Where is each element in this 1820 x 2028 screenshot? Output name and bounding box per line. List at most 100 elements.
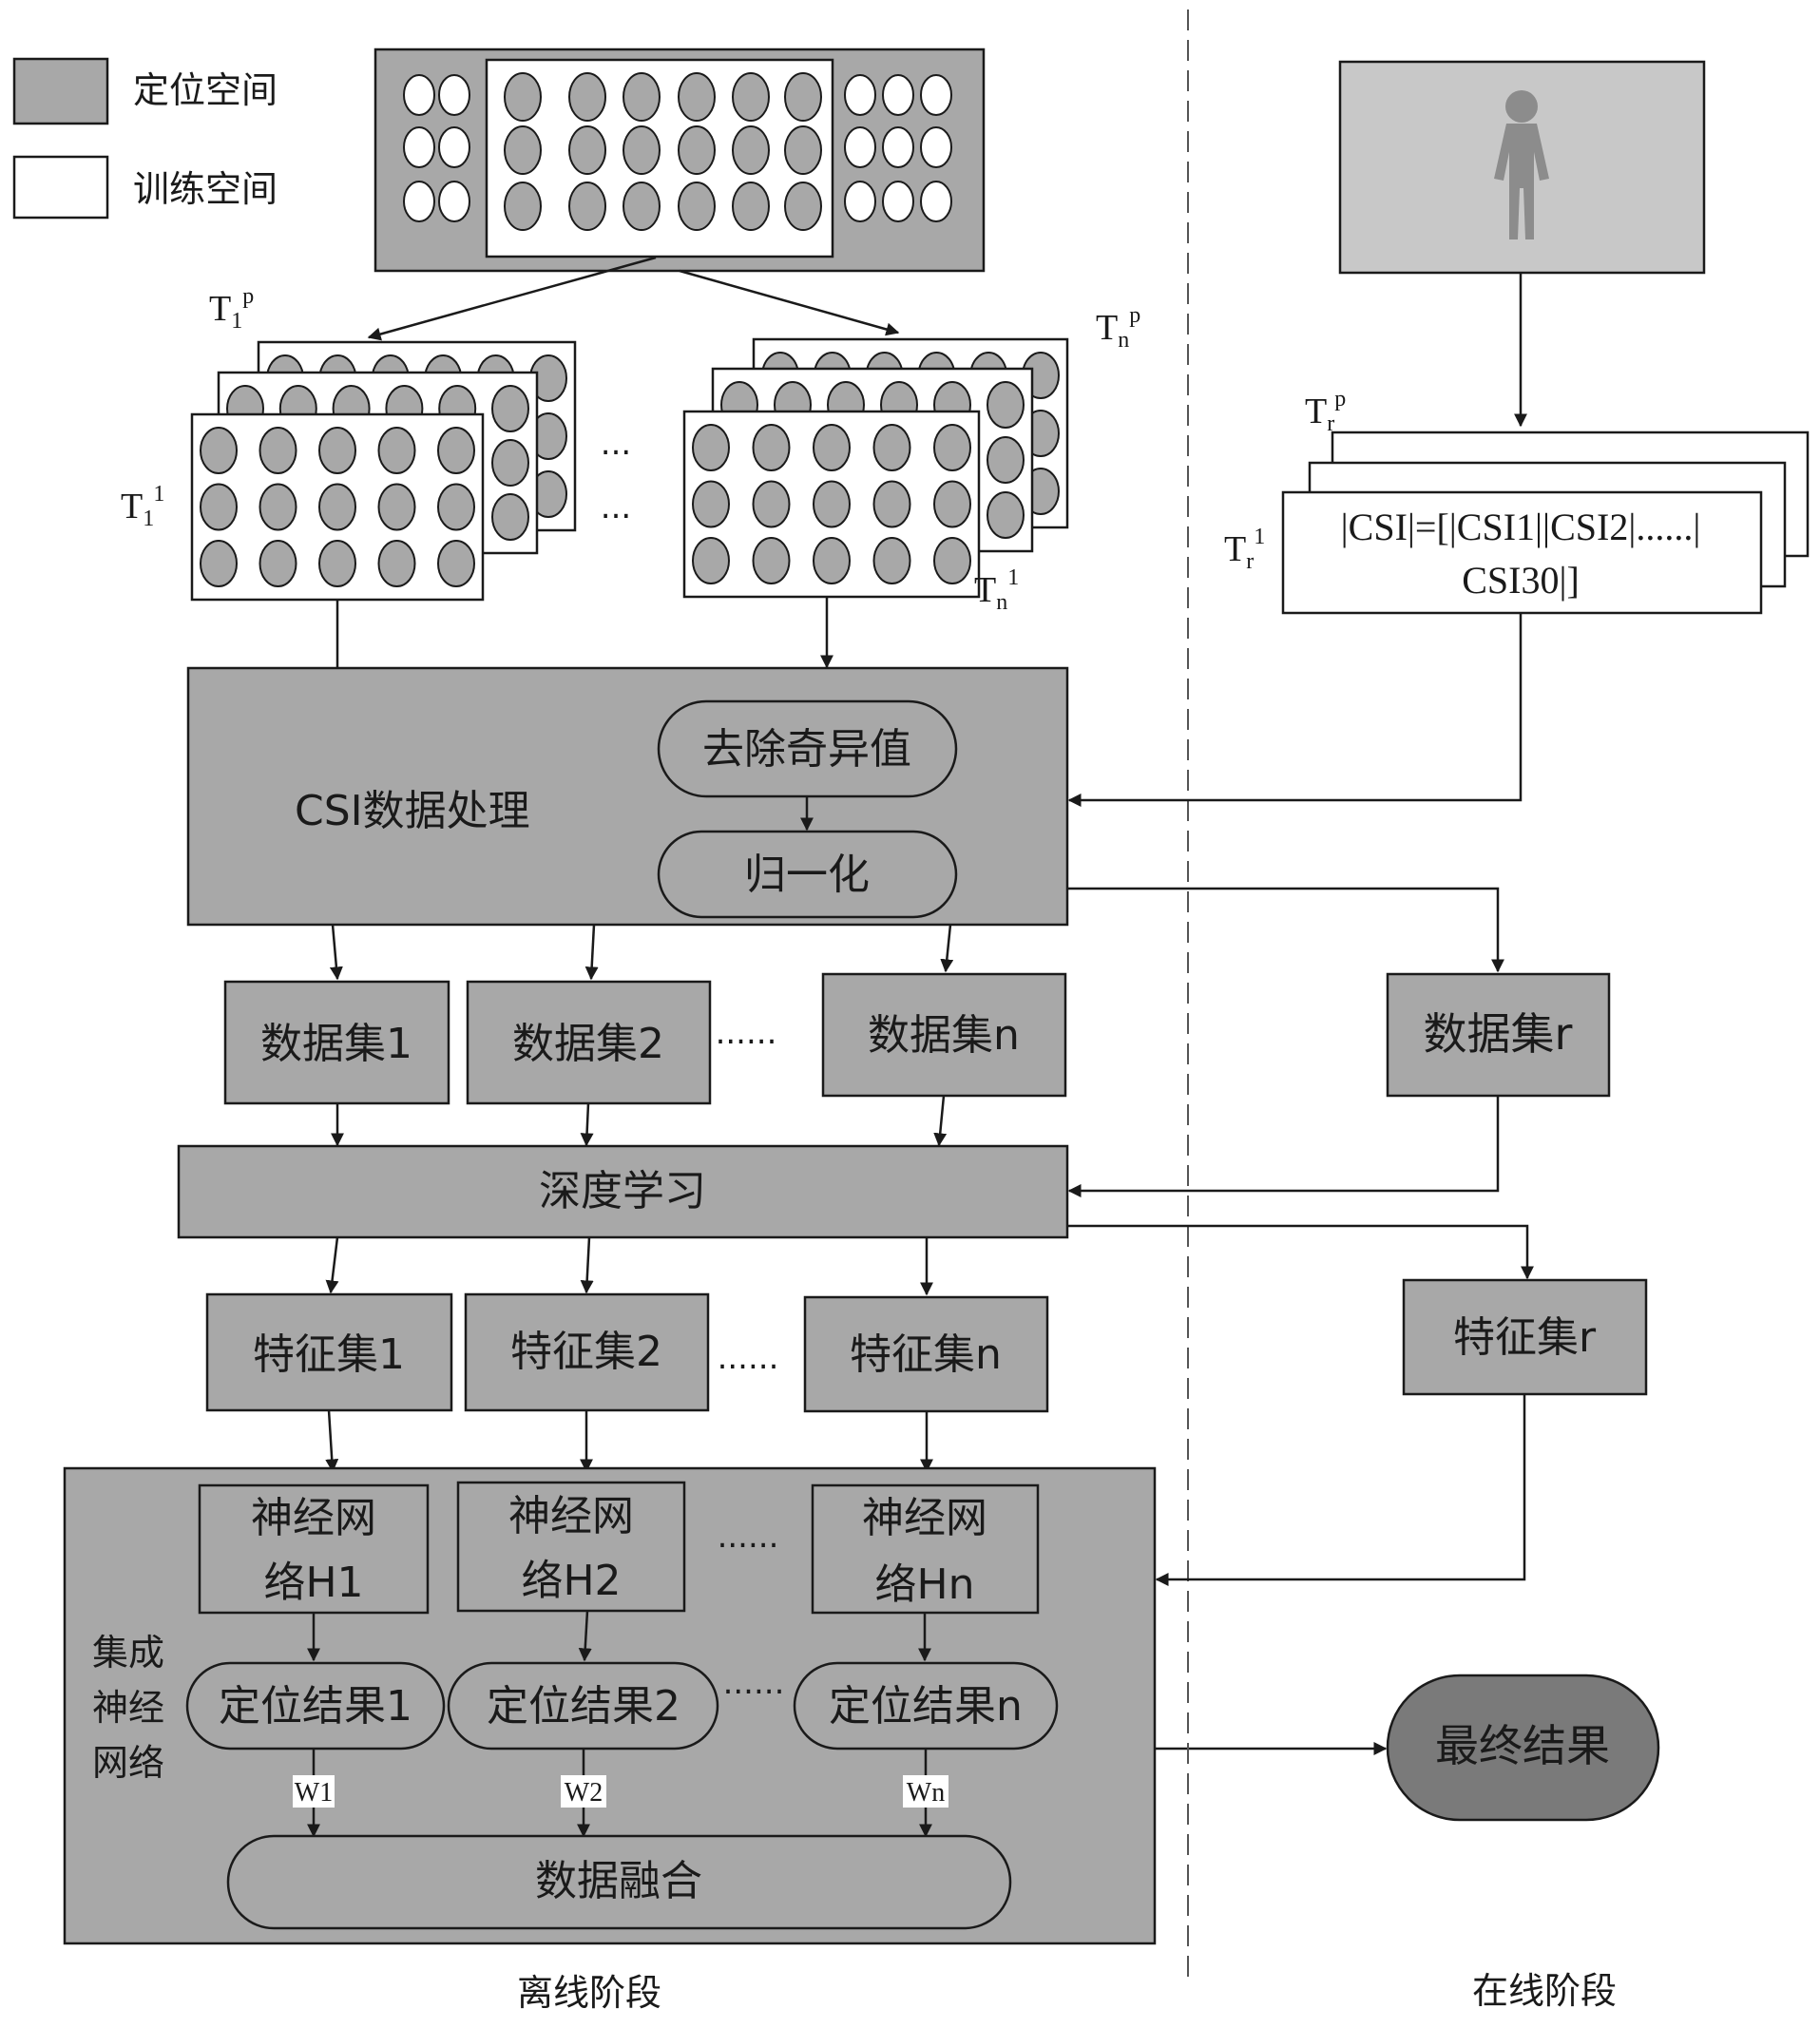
empty-location-dot	[920, 181, 952, 222]
location-dot	[623, 72, 661, 122]
location-dot	[377, 483, 416, 531]
location-dot	[784, 125, 822, 175]
dataset-n-box	[821, 972, 1067, 1098]
ensemble-network: 集成 神经 网络 神经网 络H1 神经网 络H2 ...... 神经网 络Hn …	[63, 1466, 1157, 1945]
network-h2-line-2: 络H2	[521, 1557, 621, 1605]
dataset-2-label: 数据集2	[512, 1020, 664, 1068]
location-dot	[872, 537, 911, 584]
empty-location-dot	[882, 181, 914, 222]
csi-processing-title: CSI数据处理	[295, 787, 530, 835]
sample-stack-n	[682, 337, 1069, 599]
location-dot	[623, 182, 661, 231]
feature-row: 特征集1 特征集2 ...... 特征集n	[205, 1292, 1049, 1413]
csi-formula-line-1: |CSI|=[|CSI1||CSI2|......|	[1341, 506, 1701, 548]
online-room	[1338, 60, 1706, 275]
data-fusion-label: 数据融合	[535, 1857, 702, 1905]
csi-formula-box	[1281, 490, 1763, 615]
location-dot	[987, 436, 1025, 484]
location-dot	[377, 540, 416, 587]
result-1-label: 定位结果1	[219, 1682, 412, 1731]
legend: 定位空间 训练空间	[12, 57, 278, 220]
result-n-label: 定位结果n	[829, 1682, 1023, 1731]
location-dot	[752, 424, 791, 471]
location-dot	[813, 480, 851, 528]
ellipsis-results: ......	[723, 1664, 785, 1702]
location-dot	[678, 182, 716, 231]
empty-location-dot	[844, 126, 876, 168]
location-dot	[437, 540, 475, 587]
arrow-proc-ds2	[584, 924, 599, 981]
outer-dots-right	[844, 74, 952, 222]
deep-learning-box	[177, 1144, 1069, 1239]
csi-sample-stack: |CSI|=[|CSI1||CSI2|......| CSI30|]	[1281, 430, 1810, 615]
location-dot	[987, 381, 1025, 429]
ensemble-label-line-1: 集成	[92, 1632, 164, 1674]
location-dot	[259, 483, 297, 531]
location-dot	[784, 182, 822, 231]
location-dot	[752, 480, 791, 528]
empty-location-dot	[844, 74, 876, 116]
arrow-dsn-dl	[933, 1095, 948, 1147]
positioning-space	[374, 48, 986, 273]
location-dot	[259, 540, 297, 587]
location-dot	[504, 182, 542, 231]
label-t1-1: T11	[121, 482, 164, 531]
empty-location-dot	[438, 126, 470, 168]
location-dot	[872, 480, 911, 528]
location-dot	[692, 424, 730, 471]
location-dot	[692, 480, 730, 528]
location-dot	[377, 427, 416, 474]
arrow-dl-f1	[325, 1236, 339, 1294]
dataset-1-label: 数据集1	[260, 1020, 412, 1068]
empty-location-dot	[403, 126, 435, 168]
final-result-label: 最终结果	[1435, 1720, 1610, 1771]
weight-w1-label: W1	[295, 1778, 333, 1808]
empty-location-dot	[882, 74, 914, 116]
feature-2-box	[464, 1292, 710, 1412]
location-dot	[732, 72, 770, 122]
final-result-node	[1386, 1674, 1660, 1822]
online-phase-label: 在线阶段	[1472, 1970, 1617, 2012]
csi-formula-line-2: CSI30|]	[1462, 559, 1580, 602]
location-dot	[732, 125, 770, 175]
ellipsis-stacks-upper: ...	[601, 425, 631, 463]
location-dot	[491, 385, 529, 432]
arrow-f1-h1	[325, 1409, 339, 1473]
weight-w1-bg	[293, 1775, 335, 1808]
location-dot	[933, 480, 971, 528]
location-dot	[732, 182, 770, 231]
location-dot	[259, 427, 297, 474]
location-dot	[568, 125, 606, 175]
feature-n-box	[803, 1295, 1049, 1413]
location-dot	[678, 72, 716, 122]
location-dot	[200, 540, 238, 587]
arrow-dl-f2	[580, 1236, 594, 1294]
arrow-ds2-dl	[580, 1102, 594, 1147]
ellipsis-stacks-lower: ...	[601, 488, 631, 526]
arrow-proc-dsn	[940, 924, 954, 973]
location-dot	[813, 537, 851, 584]
weight-wn-label: Wn	[907, 1778, 945, 1808]
remove-outliers-label: 去除奇异值	[702, 725, 911, 774]
empty-location-dot	[920, 74, 952, 116]
label-tr-p: Trp	[1305, 387, 1346, 436]
location-dot	[813, 424, 851, 471]
location-dot	[784, 72, 822, 122]
ellipsis-datasets: ......	[716, 1014, 777, 1052]
offline-phase-label: 离线阶段	[517, 1972, 661, 2014]
label-tn-p: Tnp	[1096, 303, 1140, 353]
feature-1-label: 特征集1	[253, 1330, 405, 1379]
split-arrow-left	[367, 256, 657, 341]
deep-learning-label: 深度学习	[539, 1167, 706, 1215]
location-dot	[623, 125, 661, 175]
result-2-label: 定位结果2	[487, 1682, 680, 1731]
network-h1-line-2: 络H1	[263, 1559, 363, 1607]
location-dot	[200, 427, 238, 474]
inner-dots	[504, 72, 822, 231]
label-tn-1: Tn1	[974, 565, 1019, 615]
location-dot	[437, 427, 475, 474]
location-dot	[933, 537, 971, 584]
location-dot	[568, 182, 606, 231]
feature-r-box	[1402, 1278, 1648, 1396]
